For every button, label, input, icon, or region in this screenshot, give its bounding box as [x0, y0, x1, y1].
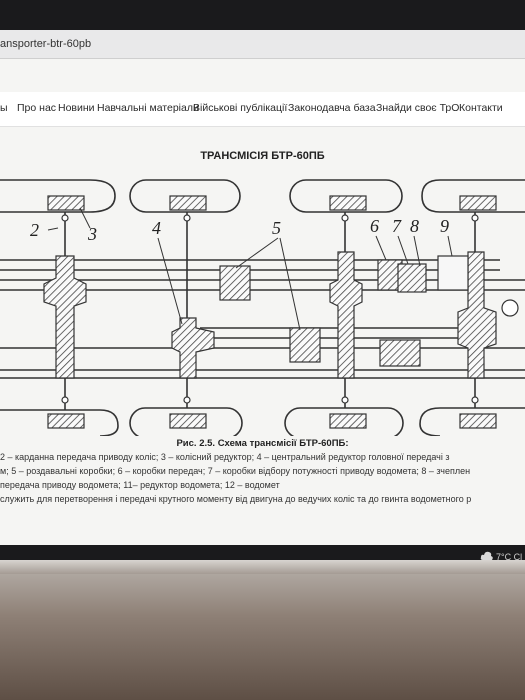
pto-box: [397, 263, 427, 293]
transmission-diagram: 2 3 4 5 6 7 8 9: [0, 179, 525, 436]
nav-item-legislation[interactable]: Законодавча база: [288, 102, 376, 114]
nav-item-news[interactable]: Новини: [58, 102, 95, 114]
cloud-icon[interactable]: [480, 550, 494, 562]
wheel-bottom-1: [0, 409, 119, 436]
central-reducer-3: [329, 251, 363, 379]
diagram-title: ТРАНСМІСІЯ БТР-60ПБ: [200, 150, 325, 162]
clutch: [379, 339, 421, 367]
transfer-box-1: [219, 265, 251, 301]
reducer-bottom-3: [329, 413, 367, 429]
wheel-top-1: [0, 179, 116, 213]
legend-line: м; 5 – роздавальні коробки; 6 – коробки …: [0, 466, 471, 476]
unit-9: [437, 255, 469, 291]
callout-2: 2: [30, 220, 39, 240]
central-reducer-2: [171, 317, 215, 379]
laptop-deck: [0, 560, 525, 700]
central-reducer-4: [457, 251, 497, 379]
legend-line: передача приводу водомета; 11– редуктор …: [0, 480, 280, 490]
callout-8: 8: [410, 216, 419, 236]
legend-line: 2 – карданна передача приводу коліс; 3 –…: [0, 452, 450, 462]
nav-item-about[interactable]: Про нас: [17, 102, 57, 114]
reducer-top-4: [459, 195, 497, 211]
central-reducer-1: [43, 255, 87, 379]
nav-item-contacts[interactable]: Контакти: [459, 102, 503, 114]
callout-5: 5: [272, 218, 281, 238]
callout-4: 4: [152, 218, 161, 238]
wheel-bottom-3: [284, 407, 404, 436]
weather-readout[interactable]: 7°C Cl: [496, 552, 523, 562]
wheel-top-2: [129, 179, 241, 213]
nav-item-find-tro[interactable]: Знайди своє ТрО: [376, 102, 460, 114]
wheel-top-4: [421, 179, 525, 213]
callout-3: 3: [87, 224, 97, 244]
wheel-bottom-2: [129, 407, 243, 436]
nav-item-publications[interactable]: Військові публікації: [193, 102, 288, 114]
callout-7: 7: [392, 216, 402, 236]
reducer-bottom-2: [169, 413, 207, 429]
nav-item-partial[interactable]: ы: [0, 102, 8, 114]
transfer-box-2: [289, 327, 321, 363]
legend-line: служить для перетворення і передачі крут…: [0, 494, 472, 504]
browser-tab-bar: ansporter-btr-60pb: [0, 30, 525, 59]
site-nav: ы Про нас Новини Навчальні матеріали Вій…: [0, 92, 525, 127]
browser-tab-title[interactable]: ansporter-btr-60pb: [0, 38, 92, 50]
figure-caption: Рис. 2.5. Схема трансмісії БТР-60ПБ:: [176, 438, 349, 449]
reducer-top-2: [169, 195, 207, 211]
nav-item-learning[interactable]: Навчальні матеріали: [97, 102, 199, 114]
reducer-top-1: [47, 195, 85, 211]
wheel-bottom-4: [419, 407, 525, 436]
reducer-bottom-4: [459, 413, 497, 429]
reducer-bottom-1: [47, 413, 85, 429]
wheel-top-3: [289, 179, 403, 213]
callout-9: 9: [440, 216, 449, 236]
reducer-top-3: [329, 195, 367, 211]
callout-6: 6: [370, 216, 379, 236]
laptop-hinge: [0, 560, 525, 574]
